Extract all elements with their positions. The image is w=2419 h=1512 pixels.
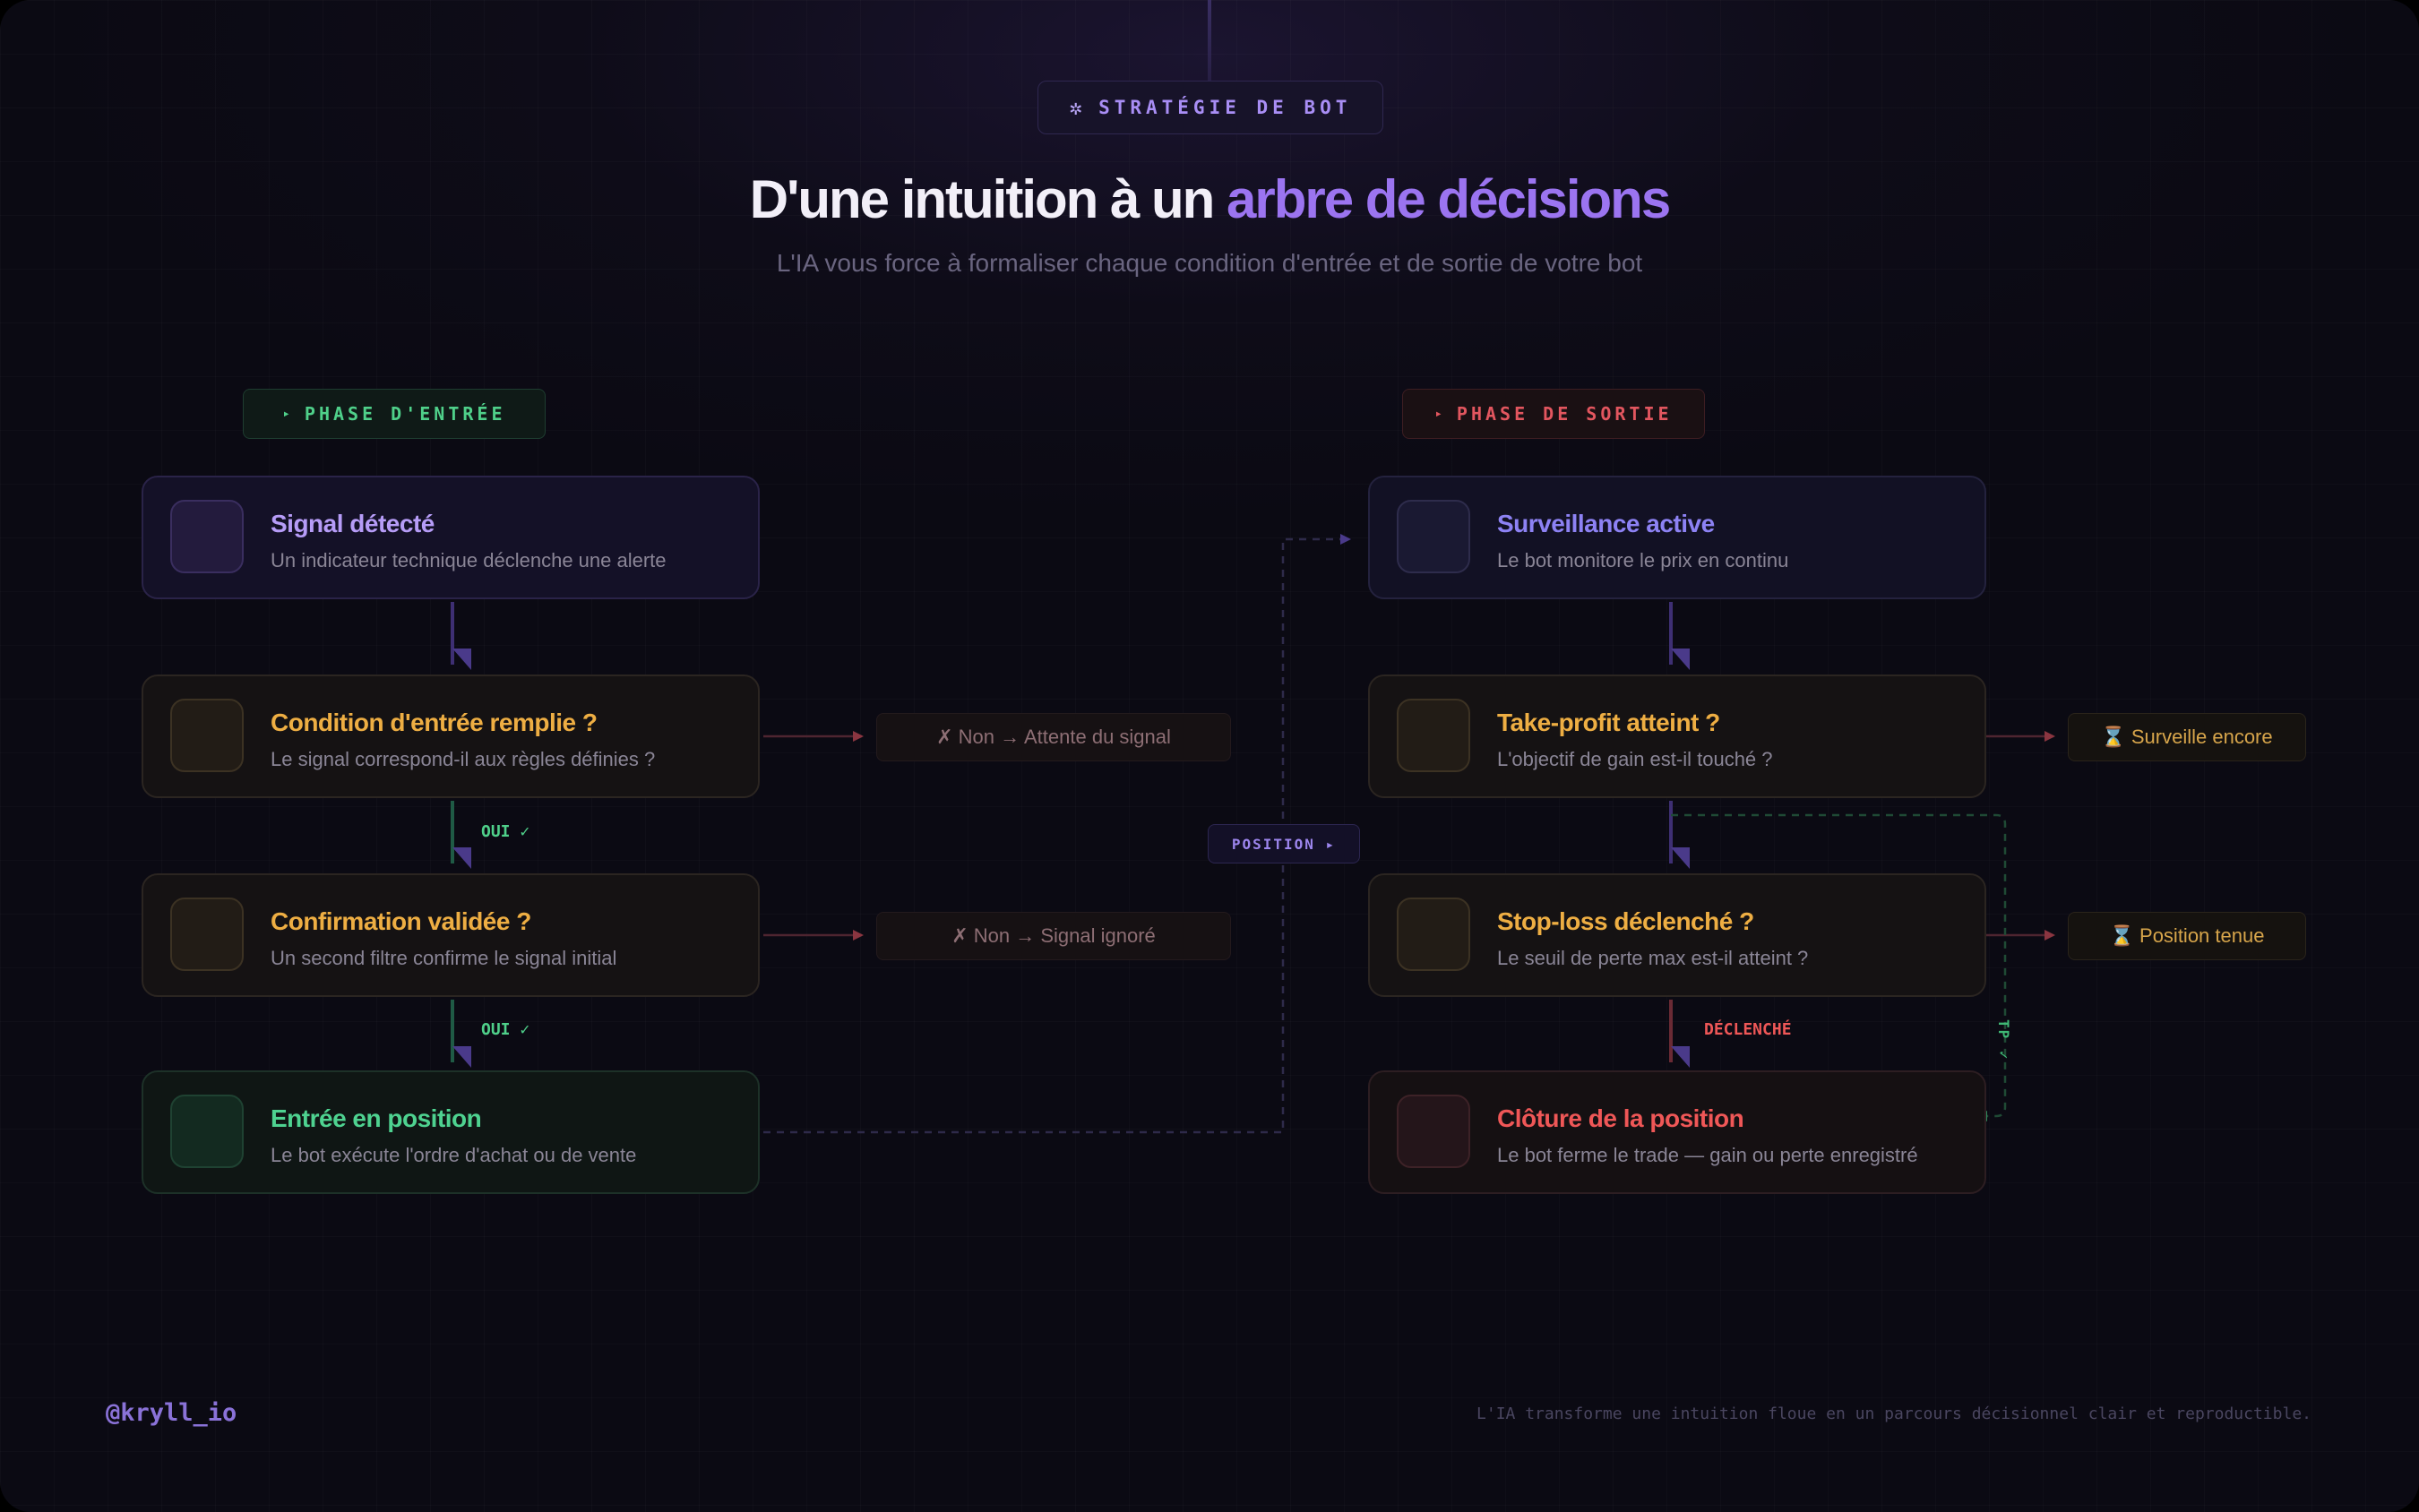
node-title: Stop-loss déclenché ? bbox=[1497, 907, 1754, 935]
top-connector-line bbox=[1208, 0, 1211, 134]
connector-stoploss-to-close bbox=[1669, 1000, 1690, 1068]
gear-icon: ✲ bbox=[1069, 95, 1083, 120]
node-enter-position: Entrée en position Le bot exécute l'ordr… bbox=[142, 1070, 760, 1194]
arrow-takeprofit-to-close bbox=[1671, 813, 2007, 1121]
connector-signal-to-condition bbox=[451, 602, 471, 670]
badge-label: STRATÉGIE DE BOT bbox=[1098, 97, 1352, 118]
outcome-still-watching: ⌛ Surveille encore bbox=[2068, 713, 2306, 761]
page-subtitle: L'IA vous force à formaliser chaque cond… bbox=[776, 249, 1643, 277]
warning-icon bbox=[1397, 898, 1470, 971]
outcome-position-held: ⌛ Position tenue bbox=[2068, 912, 2306, 960]
node-description: L'objectif de gain est-il touché ? bbox=[1497, 748, 1773, 770]
node-signal-detected: Signal détecté Un indicateur technique d… bbox=[142, 476, 760, 599]
target-icon bbox=[1397, 699, 1470, 772]
edge-label-tp: TP ✓ bbox=[1995, 1019, 2012, 1061]
page-title: D'une intuition à un arbre de décisions bbox=[0, 168, 2419, 230]
node-title: Entrée en position bbox=[271, 1104, 482, 1132]
play-icon: ▸ bbox=[1434, 407, 1442, 421]
monitor-icon bbox=[1397, 500, 1470, 573]
node-description: Un indicateur technique déclenche une al… bbox=[271, 549, 667, 571]
play-icon: ▸ bbox=[282, 407, 290, 421]
arrow-entry-to-monitor bbox=[763, 534, 1351, 1134]
edge-label-triggered: DÉCLENCHÉ bbox=[1704, 1020, 1792, 1039]
edge-label-yes: OUI ✓ bbox=[481, 1020, 530, 1039]
phase-entry-label: PHASE D'ENTRÉE bbox=[304, 403, 506, 425]
outcome-wait-signal: ✗ Non → Attente du signal bbox=[876, 713, 1231, 761]
node-description: Le bot ferme le trade — gain ou perte en… bbox=[1497, 1144, 1918, 1166]
connector-takeprofit-to-stoploss bbox=[1669, 801, 1690, 869]
question-icon bbox=[170, 699, 244, 772]
node-description: Un second filtre confirme le signal init… bbox=[271, 947, 617, 969]
check-filter-icon bbox=[170, 898, 244, 971]
connector-condition-to-confirmation bbox=[451, 801, 471, 869]
author-handle: @kryll_io bbox=[106, 1399, 237, 1427]
node-title: Signal détecté bbox=[271, 510, 435, 537]
node-active-monitoring: Surveillance active Le bot monitore le p… bbox=[1368, 476, 1986, 599]
node-stop-loss: Stop-loss déclenché ? Le seuil de perte … bbox=[1368, 873, 1986, 997]
node-description: Le signal correspond-il aux règles défin… bbox=[271, 748, 656, 770]
node-close-position: Clôture de la position Le bot ferme le t… bbox=[1368, 1070, 1986, 1194]
node-title: Condition d'entrée remplie ? bbox=[271, 709, 598, 736]
signal-icon bbox=[170, 500, 244, 573]
node-description: Le bot monitore le prix en continu bbox=[1497, 549, 1789, 571]
connector-confirmation-to-entry bbox=[451, 1000, 471, 1068]
footer-note: L'IA transforme une intuition floue en u… bbox=[1476, 1405, 2311, 1423]
phase-entry-badge: ▸ PHASE D'ENTRÉE bbox=[243, 389, 546, 439]
outcome-signal-ignored: ✗ Non → Signal ignoré bbox=[876, 912, 1231, 960]
phase-exit-label: PHASE DE SORTIE bbox=[1456, 403, 1673, 425]
node-description: Le seuil de perte max est-il atteint ? bbox=[1497, 947, 1809, 969]
connector-monitor-to-takeprofit bbox=[1669, 602, 1690, 670]
node-entry-condition: Condition d'entrée remplie ? Le signal c… bbox=[142, 674, 760, 798]
phase-exit-badge: ▸ PHASE DE SORTIE bbox=[1402, 389, 1705, 439]
node-title: Confirmation validée ? bbox=[271, 907, 531, 935]
close-trade-icon bbox=[1397, 1095, 1470, 1168]
position-badge: POSITION ▸ bbox=[1208, 824, 1360, 863]
title-main: D'une intuition à un bbox=[749, 169, 1216, 229]
edge-label-yes: OUI ✓ bbox=[481, 822, 530, 841]
node-title: Surveillance active bbox=[1497, 510, 1715, 537]
order-icon bbox=[170, 1095, 244, 1168]
node-take-profit: Take-profit atteint ? L'objectif de gain… bbox=[1368, 674, 1986, 798]
strategy-badge: ✲ STRATÉGIE DE BOT bbox=[1037, 81, 1383, 134]
node-confirmation: Confirmation validée ? Un second filtre … bbox=[142, 873, 760, 997]
title-accent: arbre de décisions bbox=[1226, 169, 1671, 229]
node-title: Clôture de la position bbox=[1497, 1104, 1744, 1132]
node-title: Take-profit atteint ? bbox=[1497, 709, 1720, 736]
node-description: Le bot exécute l'ordre d'achat ou de ven… bbox=[271, 1144, 637, 1166]
